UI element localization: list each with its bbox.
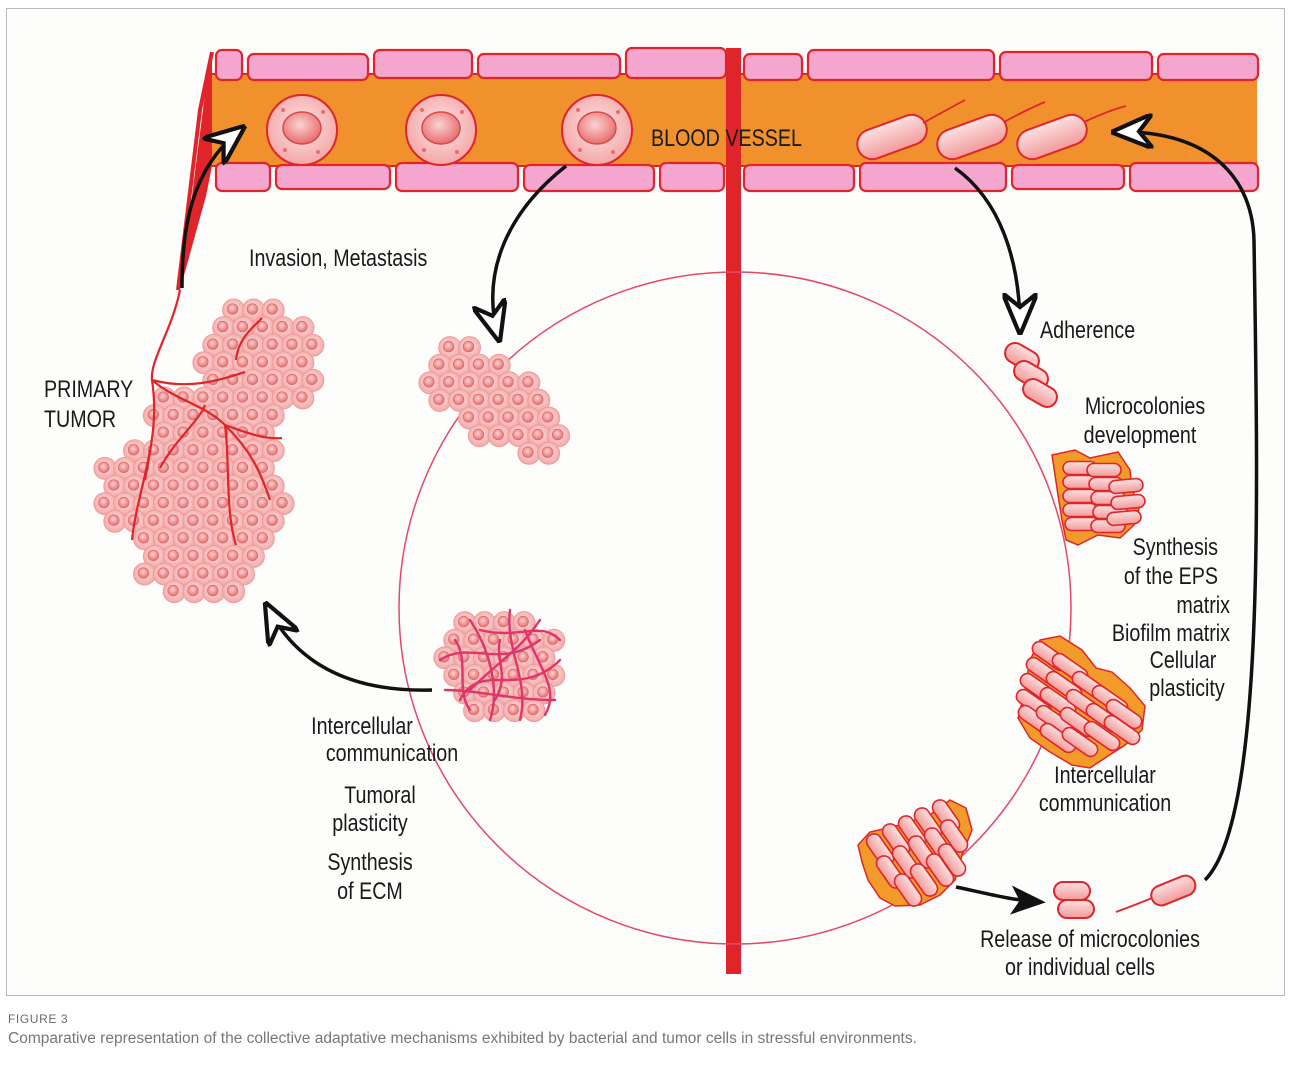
primary-tumor-mass <box>94 299 324 603</box>
intercellular-communication-right-line2: communication <box>1027 790 1183 818</box>
intercellular-communication-left-line2: communication <box>317 740 468 768</box>
microcolony <box>1052 450 1146 545</box>
tumor-cell <box>134 563 156 585</box>
bacterium <box>1110 494 1145 510</box>
circulating-tumor-cell <box>406 95 476 165</box>
release-label-line1: Release of microcolonies <box>967 926 1213 954</box>
arrow-ecm-to-tumor <box>268 608 432 690</box>
arrow-biofilm-release <box>956 887 1040 902</box>
tumoral-plasticity-line2: plasticity <box>304 810 435 838</box>
eps-label-line1: Synthesis <box>1080 534 1218 562</box>
circulating-tumor-cell <box>267 95 337 165</box>
intercellular-communication-right-line1: Intercellular <box>1027 762 1183 790</box>
bacterium <box>1087 464 1121 477</box>
synthesis-ecm-line1: Synthesis <box>304 849 435 877</box>
tumor-cell <box>468 425 490 447</box>
primary-tumor-label-line1: PRIMARY <box>44 376 133 404</box>
invasion-metastasis-label: Invasion, Metastasis <box>249 245 427 273</box>
eps-label-line2: of the EPS <box>1080 563 1218 591</box>
tumor-cell <box>203 581 225 603</box>
tumor-cell <box>183 581 205 603</box>
tumor-cell <box>518 442 540 464</box>
tumor-cell <box>488 425 510 447</box>
biofilm-matrix-label: Biofilm matrix <box>1082 620 1230 648</box>
tumor-cell <box>223 581 245 603</box>
ecm-tumor-cluster <box>434 612 565 722</box>
blood-vessel-label: BLOOD VESSEL <box>651 125 802 153</box>
release-label-line2: or individual cells <box>965 954 1195 982</box>
cellular-plasticity-line1: Cellular <box>1123 647 1243 675</box>
dispersal-biofilm <box>858 797 972 909</box>
cellular-plasticity-line2: plasticity <box>1127 675 1247 703</box>
adherence-label: Adherence <box>1040 317 1135 345</box>
synthesis-ecm-line2: of ECM <box>304 878 435 906</box>
adherence-bacteria <box>1001 339 1060 410</box>
circulating-tumor-cell <box>562 95 632 165</box>
bacterium <box>1063 504 1097 517</box>
tumor-cell <box>104 510 126 532</box>
tumor-cell <box>292 387 314 409</box>
tumoral-plasticity-line1: Tumoral <box>314 782 445 810</box>
primary-tumor-label-line2: TUMOR <box>44 406 116 434</box>
tumor-cell <box>523 700 545 722</box>
microcolonies-label-line1: Microcolonies <box>1067 393 1223 421</box>
tumor-cell <box>163 581 185 603</box>
intercellular-communication-left-line1: Intercellular <box>296 713 427 741</box>
released-microcolony <box>1054 882 1094 918</box>
tumor-cell <box>429 389 451 411</box>
figure-label: FIGURE 3 <box>8 1012 68 1026</box>
tumor-cell <box>538 442 560 464</box>
figure-caption: Comparative representation of the collec… <box>8 1030 917 1048</box>
released-bacterium <box>1116 873 1198 912</box>
center-divider <box>726 48 741 974</box>
diagram-canvas <box>0 0 1291 1000</box>
bacterium <box>1108 478 1143 494</box>
bacterium <box>1106 510 1141 526</box>
microcolonies-label-line2: development <box>1062 422 1218 450</box>
eps-label-line3: matrix <box>1082 592 1230 620</box>
